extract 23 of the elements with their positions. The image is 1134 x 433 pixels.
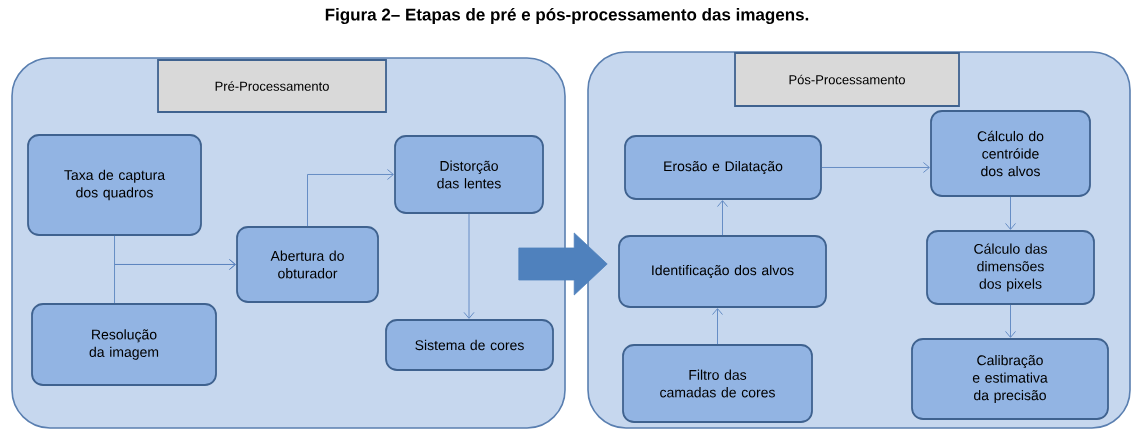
process-box: Distorção das lentes bbox=[394, 135, 544, 214]
arrow bbox=[1005, 304, 1016, 338]
process-box: Resolução da imagem bbox=[31, 303, 217, 386]
process-box: Calibração e estimativa da precisão bbox=[911, 338, 1109, 420]
header-box: Pós-Processamento bbox=[734, 52, 960, 107]
header-box: Pré-Processamento bbox=[157, 59, 387, 113]
process-box: Cálculo das dimensões dos pixels bbox=[926, 230, 1095, 305]
arrow bbox=[114, 259, 236, 304]
process-box: Sistema de cores bbox=[385, 319, 554, 371]
arrow bbox=[821, 162, 930, 173]
arrow bbox=[1005, 196, 1016, 230]
block-arrow bbox=[518, 232, 608, 296]
figure-title: Figura 2– Etapas de pré e pós-processamento das imagens. bbox=[325, 7, 809, 25]
arrow bbox=[712, 308, 723, 345]
arrow bbox=[307, 169, 394, 227]
arrow bbox=[717, 200, 728, 236]
process-box: Cálculo do centróide dos alvos bbox=[930, 110, 1091, 197]
process-box: Identificação dos alvos bbox=[618, 235, 827, 308]
arrow bbox=[463, 213, 475, 319]
process-box: Taxa de captura dos quadros bbox=[27, 134, 202, 236]
process-box: Erosão e Dilatação bbox=[624, 135, 822, 200]
process-box: Filtro das camadas de cores bbox=[622, 344, 813, 423]
process-box: Abertura do obturador bbox=[236, 226, 379, 303]
